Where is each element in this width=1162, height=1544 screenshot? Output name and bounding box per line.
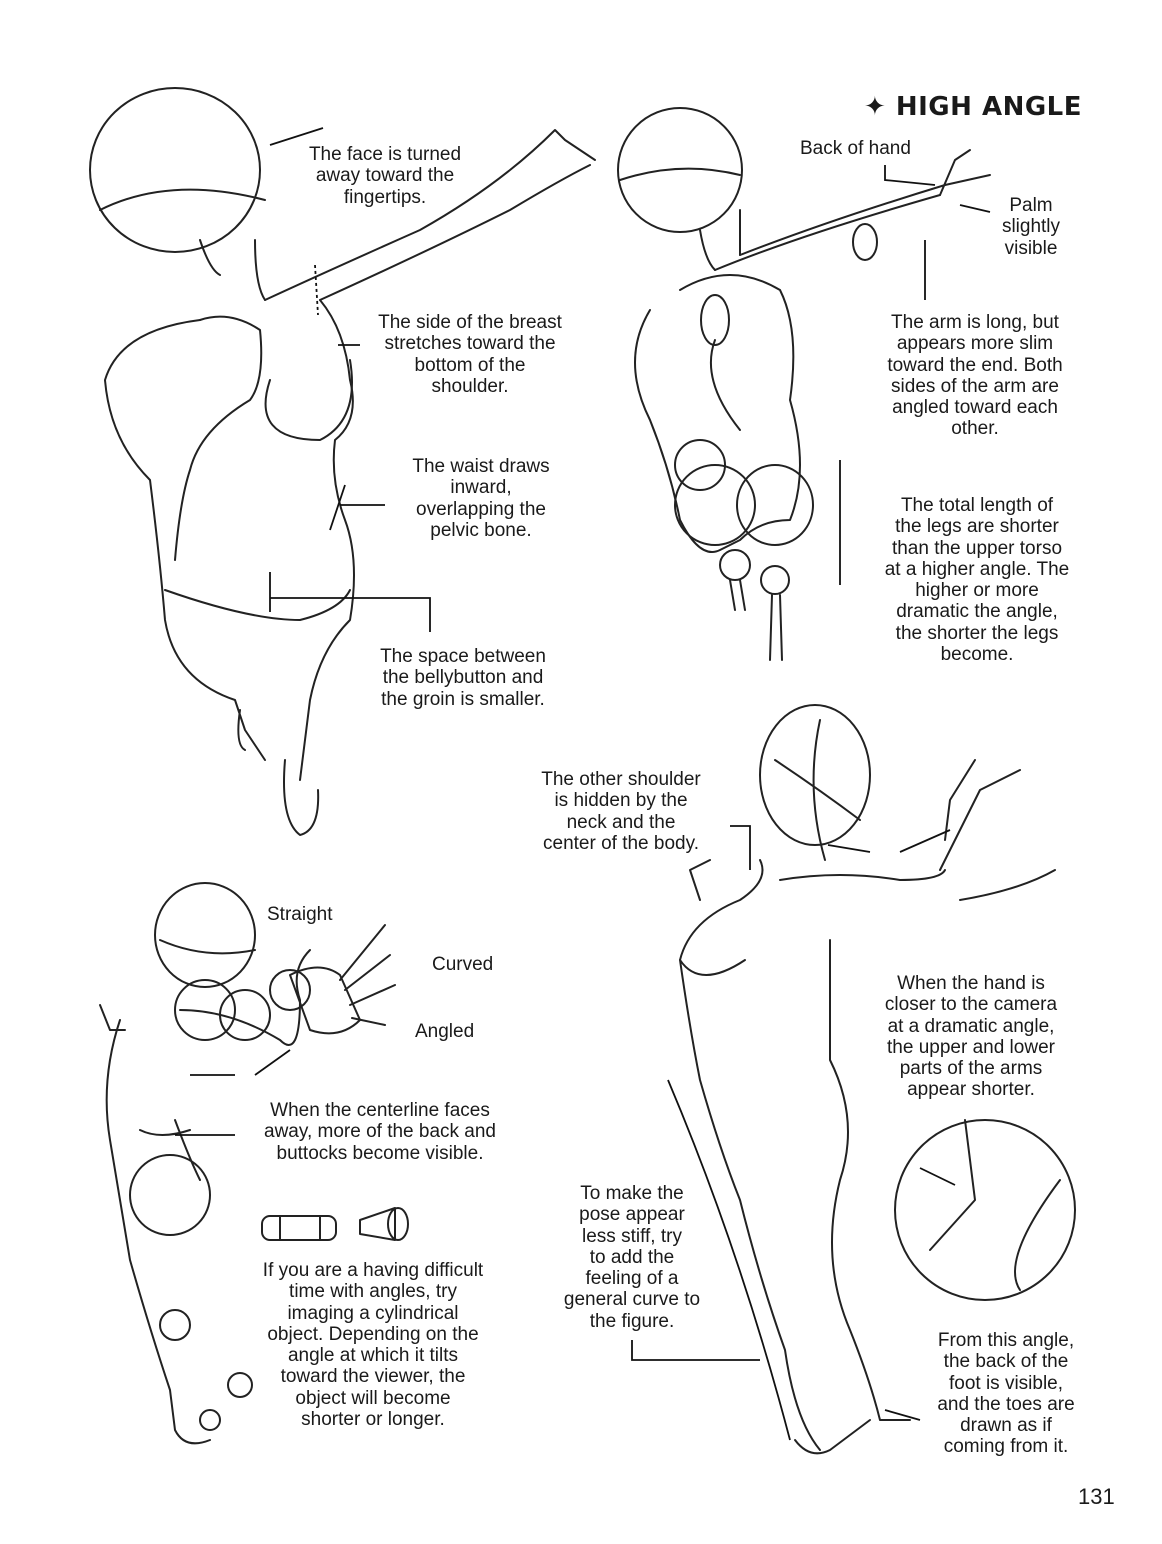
figure-top-right: [617, 107, 991, 661]
note-bellybutton: The space between the bellybutton and th…: [380, 646, 546, 710]
note-hand-closer: When the hand is closer to the camera at…: [884, 973, 1058, 1101]
page-number: 131: [1078, 1484, 1115, 1509]
note-arm-long: The arm is long, but appears more slim t…: [887, 312, 1063, 440]
figure-top-left: [89, 87, 596, 836]
figure-bottom-right: [631, 704, 1076, 1455]
note-general-curve: To make the pose appear less stiff, try …: [563, 1183, 701, 1332]
note-legs-length: The total length of the legs are shorter…: [884, 495, 1070, 666]
label-straight: Straight: [267, 904, 333, 925]
note-breast-side: The side of the breast stretches toward …: [378, 312, 562, 397]
note-cylinder: If you are a having difficult time with …: [262, 1260, 484, 1431]
label-curved: Curved: [432, 954, 494, 975]
note-other-shoulder: The other shoulder is hidden by the neck…: [541, 769, 701, 854]
section-title: ✦ HIGH ANGLE: [864, 92, 1082, 122]
note-palm: Palm slightly visible: [1001, 195, 1061, 259]
note-face-turned: The face is turned away toward the finge…: [308, 144, 462, 208]
note-centerline: When the centerline faces away, more of …: [264, 1100, 496, 1164]
label-angled: Angled: [415, 1021, 475, 1042]
section-title-text: HIGH ANGLE: [895, 92, 1082, 122]
four-point-star-icon: ✦: [864, 92, 887, 122]
note-back-of-hand: Back of hand: [800, 138, 911, 159]
note-foot-angle: From this angle, the back of the foot is…: [937, 1330, 1075, 1458]
note-waist: The waist draws inward, overlapping the …: [412, 456, 550, 541]
figure-bottom-left: [99, 882, 409, 1445]
